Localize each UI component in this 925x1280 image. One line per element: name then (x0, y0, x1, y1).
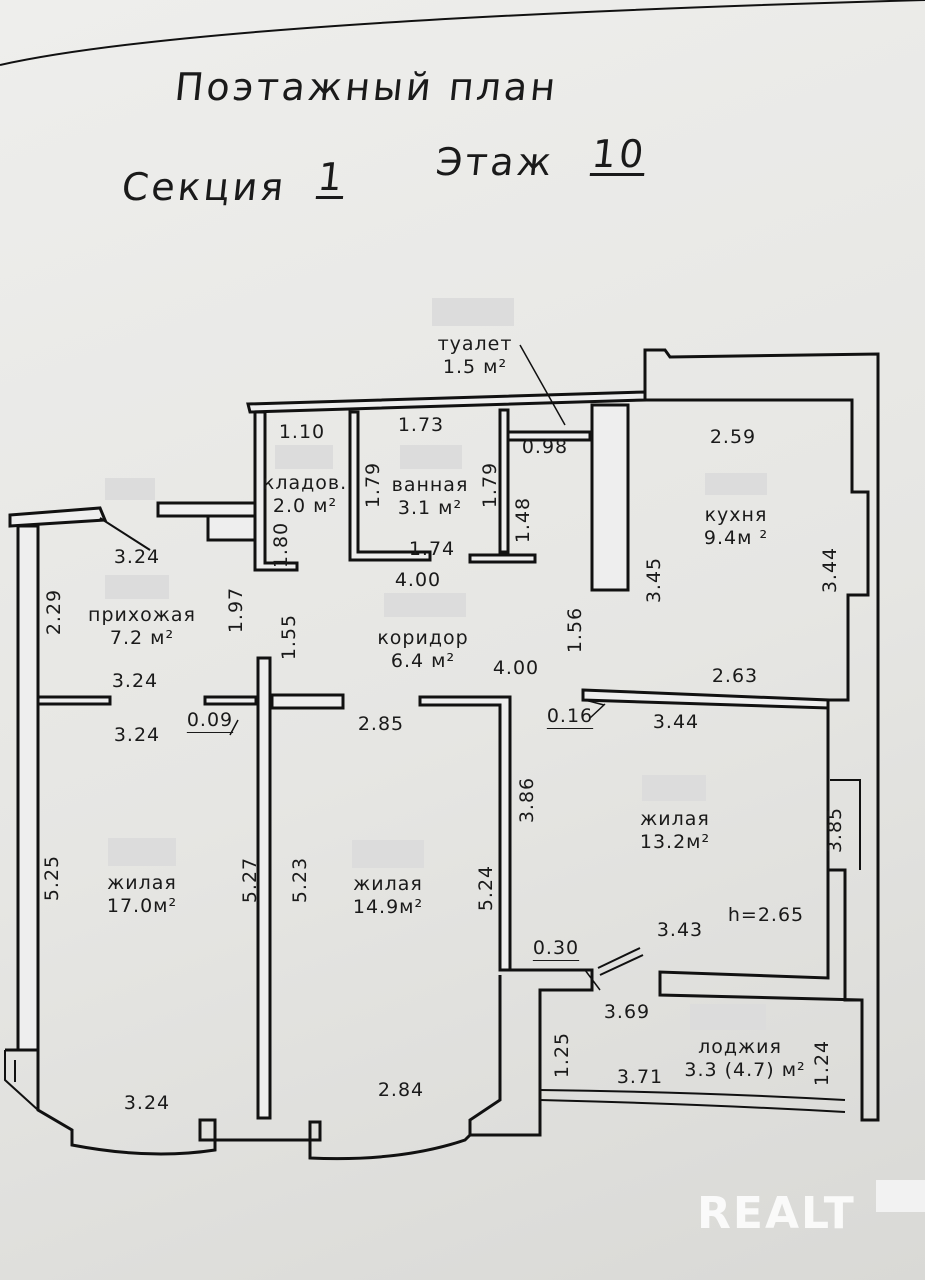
dimension-label: 2.63 (711, 665, 759, 687)
watermark-logo: REALT (697, 1188, 856, 1239)
room-area: 14.9м² (352, 896, 424, 918)
dimension-label: 4.00 (492, 657, 540, 679)
plan-title: Поэтажный план (172, 65, 561, 109)
redacted-box (705, 473, 767, 495)
room-area: 3.1 м² (397, 497, 463, 519)
room-name: коридор (377, 627, 469, 649)
floor-value: 10 (589, 132, 649, 176)
redacted-box (690, 1004, 766, 1030)
room-area: 2.0 м² (272, 495, 338, 517)
room-name: лоджия (698, 1036, 782, 1058)
redacted-box (352, 840, 424, 868)
dimension-label: 1.10 (278, 421, 326, 443)
room-name: туалет (437, 333, 513, 355)
redacted-box (642, 775, 706, 801)
room-name: кладов. (262, 472, 348, 494)
dimension-label: 3.86 (516, 776, 538, 824)
room-name: жилая (107, 872, 177, 894)
room-area: 17.0м² (106, 895, 178, 917)
dimension-label: 1.79 (479, 461, 501, 509)
room-area: 3.3 (4.7) м² (684, 1059, 806, 1081)
dimension-label: 0.98 (521, 436, 569, 458)
dimension-label: 3.24 (113, 546, 161, 568)
redacted-box (432, 298, 514, 326)
dimension-label: 1.48 (512, 496, 534, 544)
redacted-box (400, 445, 462, 469)
dimension-label: 0.16 (546, 705, 594, 727)
dimension-label: 2.85 (357, 713, 405, 735)
ceiling-height: h=2.65 (727, 904, 805, 926)
room-name: жилая (353, 873, 423, 895)
dimension-label: 3.44 (819, 546, 841, 594)
room-name: жилая (640, 808, 710, 830)
dimension-label: 3.69 (603, 1001, 651, 1023)
room-name: кухня (704, 504, 768, 526)
room-area: 9.4м ² (703, 527, 769, 549)
dimension-label: 1.73 (397, 414, 445, 436)
section-value: 1 (315, 155, 348, 199)
floor-label: Этаж (433, 140, 557, 184)
room-area: 13.2м² (639, 831, 711, 853)
redacted-box (105, 478, 155, 500)
redacted-box (108, 838, 176, 866)
dimension-label: 3.24 (123, 1092, 171, 1114)
dimension-label: 3.24 (111, 670, 159, 692)
redacted-box (275, 445, 333, 469)
room-area: 7.2 м² (109, 627, 175, 649)
dimension-label: 3.85 (824, 806, 846, 854)
dimension-label: 1.97 (225, 586, 247, 634)
dimension-label: 5.24 (475, 864, 497, 912)
room-area: 1.5 м² (442, 356, 508, 378)
dimension-label: 1.80 (270, 521, 292, 569)
dimension-label: 0.09 (186, 709, 234, 731)
dimension-label: 2.29 (43, 588, 65, 636)
dimension-label: 1.24 (811, 1039, 833, 1087)
dimension-label: 5.25 (41, 854, 63, 902)
dimension-label: 2.59 (709, 426, 757, 448)
dimension-label: 1.55 (278, 613, 300, 661)
room-name: прихожая (88, 604, 196, 626)
dimension-label: 4.00 (394, 569, 442, 591)
dimension-label: 5.23 (289, 856, 311, 904)
room-name: ванная (391, 474, 469, 496)
dimension-label: 3.24 (113, 724, 161, 746)
dimension-label: 1.79 (362, 461, 384, 509)
dimension-label: 1.25 (551, 1031, 573, 1079)
dimension-label: 3.44 (652, 711, 700, 733)
dimension-label: 2.84 (377, 1079, 425, 1101)
dimension-label: 0.30 (532, 937, 580, 959)
redacted-box (384, 593, 466, 617)
dimension-label: 3.43 (656, 919, 704, 941)
dimension-label: 3.45 (643, 556, 665, 604)
section-label: Секция (119, 165, 289, 209)
room-storage: кладов.2.0 м² (263, 472, 347, 518)
dimension-label: 5.27 (239, 856, 261, 904)
dimension-label: 1.56 (564, 606, 586, 654)
dimension-label: 3.71 (616, 1066, 664, 1088)
watermark-box (876, 1180, 925, 1212)
redacted-box (105, 575, 169, 599)
room-area: 6.4 м² (390, 650, 456, 672)
dimension-label: 1.74 (408, 538, 456, 560)
